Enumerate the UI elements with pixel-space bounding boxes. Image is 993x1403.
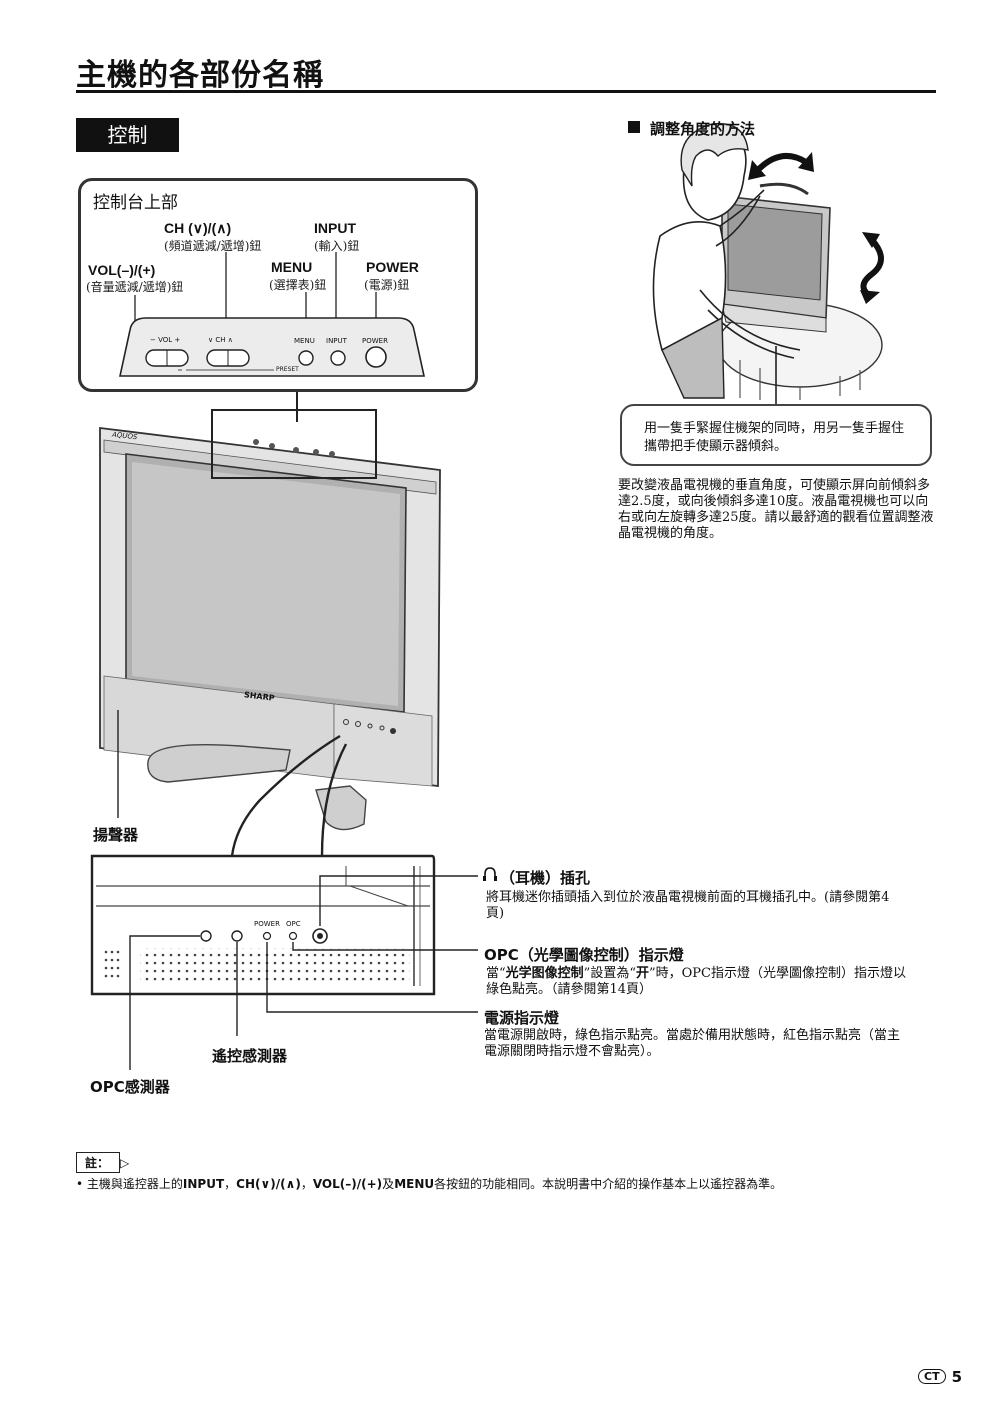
- note-b3: VOL(–)/(+): [312, 1177, 383, 1191]
- opc-body-post: ”時，OPC指示燈（光學圖像控制）指示燈以綠色點亮。（請參閱第14頁）: [486, 966, 906, 997]
- headphone-body: 將耳機迷你插頭插入到位於液晶電視機前面的耳機插孔中。(請參閱第4頁): [486, 890, 890, 921]
- power-indicator-heading: 電源指示燈: [484, 1009, 560, 1027]
- opc-body-b2: 开: [635, 966, 649, 981]
- lang-badge: CT: [918, 1369, 946, 1384]
- angle-paragraph: 要改變液晶電視機的垂直角度，可使顯示屏向前傾斜多達2.5度，或向後傾斜多達10度…: [618, 478, 934, 541]
- ch-sub: (頻道遞減/遞增)鈕: [164, 239, 262, 253]
- note-tag-text: 註：: [76, 1152, 121, 1173]
- strip-menu: MENU: [294, 337, 315, 345]
- section-tag: 控制: [76, 118, 179, 152]
- control-panel-box: [78, 178, 478, 392]
- menu-sub: (選擇表)鈕: [269, 278, 327, 292]
- opc-body-b1: 光学图像控制: [505, 966, 584, 981]
- vol-label: VOL(–)/(+): [88, 262, 156, 278]
- input-label: INPUT: [314, 220, 356, 236]
- note-arrow-icon: ▷: [120, 1156, 130, 1170]
- square-bullet-icon: [628, 121, 640, 133]
- note-line: • 主機與遙控器上的INPUT，CH(∨)/(∧)，VOL(–)/(+)及MEN…: [76, 1175, 936, 1192]
- angle-heading: 調整角度的方法: [650, 120, 756, 138]
- strip-preset: PRESET: [276, 366, 299, 373]
- note-t2: ，: [224, 1177, 237, 1191]
- opc-body-pre: 當“: [486, 966, 506, 981]
- power-indicator-body: 當電源開啟時，綠色指示點亮。當處於備用狀態時，紅色指示點亮（當主電源關閉時指示燈…: [484, 1028, 901, 1059]
- angle-bubble: 用一隻手緊握住機架的同時，用另一隻手握住攜帶把手使顯示器傾斜。: [620, 404, 932, 466]
- note-t4: 及: [382, 1177, 395, 1191]
- strip-power: POWER: [362, 337, 388, 345]
- opc-body-mid: ”設置為“: [583, 966, 636, 981]
- note-tag: 註：▷: [76, 1152, 129, 1173]
- opc-body: 當“光学图像控制”設置為“开”時，OPC指示燈（光學圖像控制）指示燈以綠色點亮。…: [486, 966, 910, 998]
- strip-vol: − VOL +: [150, 336, 181, 344]
- front-power-label: POWER: [254, 920, 280, 928]
- title-divider: [76, 90, 936, 93]
- menu-label: MENU: [271, 259, 313, 275]
- power-label: POWER: [366, 259, 419, 275]
- power-sub: (電源)鈕: [364, 278, 410, 292]
- headphone-heading: （耳機）插孔: [500, 869, 591, 887]
- strip-input: INPUT: [326, 337, 347, 345]
- speaker-label: 揚聲器: [93, 826, 139, 844]
- ch-label: CH (∨)/(∧): [164, 220, 232, 236]
- input-sub: (輸入)鈕: [314, 239, 360, 253]
- page-title: 主機的各部份名稱: [76, 58, 324, 93]
- front-opc-label: OPC: [286, 920, 301, 928]
- panel-title: 控制台上部: [93, 193, 178, 213]
- vol-sub: (音量遞減/遞增)鈕: [86, 280, 184, 294]
- page-number: 5: [951, 1368, 963, 1386]
- strip-ch: ∨ CH ∧: [208, 336, 233, 344]
- note-b2: CH(∨)/(∧): [236, 1177, 301, 1191]
- note-b1: INPUT: [182, 1177, 225, 1191]
- bullet-icon: •: [76, 1177, 87, 1191]
- page-footer: CT 5: [918, 1368, 962, 1386]
- opc-sensor-label: OPC感測器: [90, 1078, 170, 1096]
- opc-heading: OPC（光學圖像控制）指示燈: [484, 946, 684, 964]
- note-b4: MENU: [394, 1177, 435, 1191]
- note-t1: 主機與遙控器上的: [86, 1177, 183, 1191]
- note-t3: ，: [300, 1177, 313, 1191]
- note-t5: 各按鈕的功能相同。本說明書中介紹的操作基本上以遙控器為準。: [434, 1177, 783, 1191]
- headphone-icon: [482, 866, 498, 882]
- remote-sensor-label: 遙控感測器: [212, 1047, 288, 1065]
